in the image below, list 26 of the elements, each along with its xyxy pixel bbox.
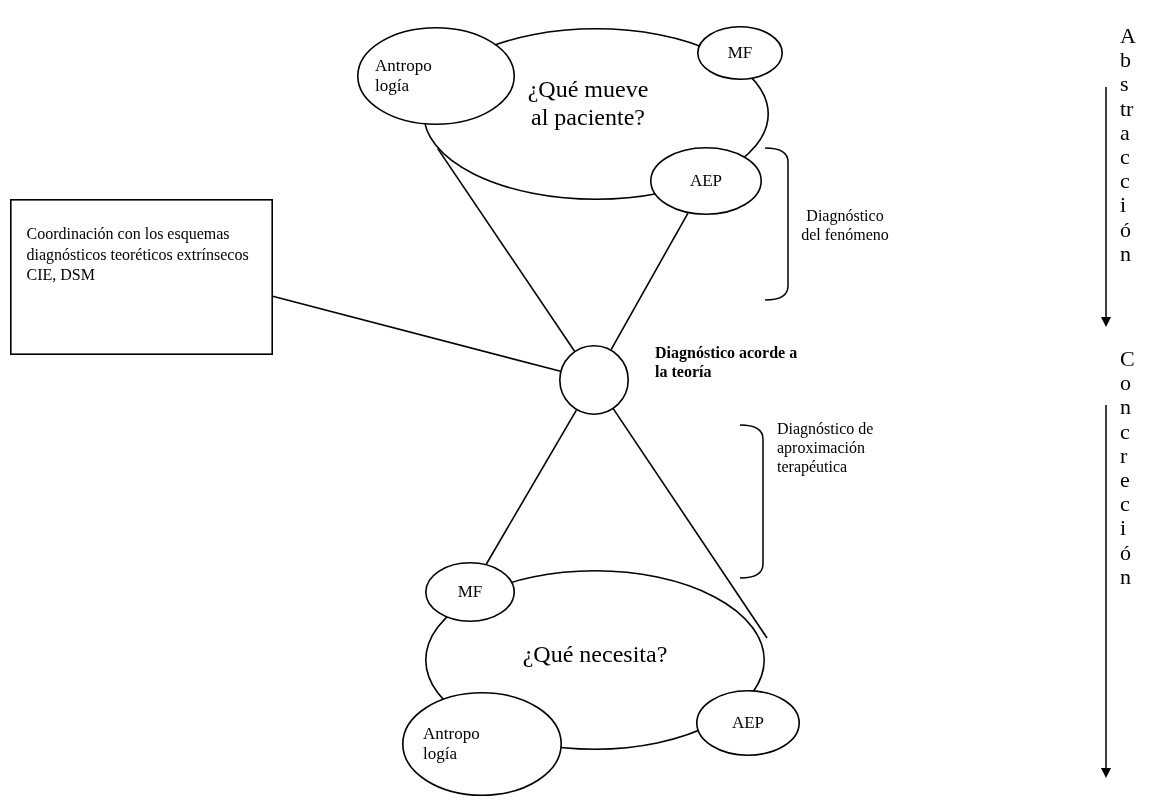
node-text: AEP	[730, 713, 766, 733]
topic-ellipse	[402, 692, 562, 796]
center-label: Diagnóstico acorde a la teoría	[655, 343, 799, 382]
bracket-label: Diagnóstico de aproximación terapéutica	[777, 419, 875, 477]
topic-ellipse	[696, 690, 800, 756]
connector-line	[485, 409, 578, 566]
node-text: MF	[726, 43, 754, 63]
node-text: Antropo logía	[375, 56, 433, 96]
topic-ellipse	[650, 147, 762, 215]
note-box	[10, 199, 273, 355]
node-text: ¿Qué necesita?	[521, 641, 669, 669]
axis-label: Concreción	[1120, 347, 1135, 589]
connector-line	[610, 212, 689, 351]
connector-line	[436, 147, 576, 352]
node-text: MF	[456, 582, 484, 602]
node-text: Antropo logía	[423, 724, 481, 764]
node-text: ¿Qué mueve al paciente?	[526, 76, 650, 132]
center-circle	[559, 345, 629, 415]
node-text: Coordinación con los esquemas diagnósticos teoréticos extrínsecos CIE, DSM	[26, 223, 250, 286]
topic-ellipse	[697, 26, 783, 80]
topic-ellipse	[425, 562, 515, 622]
axis-label: Abstracción	[1120, 24, 1135, 266]
node-text: AEP	[688, 171, 724, 191]
connector-line	[612, 408, 768, 639]
bracket-label: Diagnóstico del fenómeno	[800, 206, 890, 245]
topic-ellipse	[357, 27, 515, 125]
